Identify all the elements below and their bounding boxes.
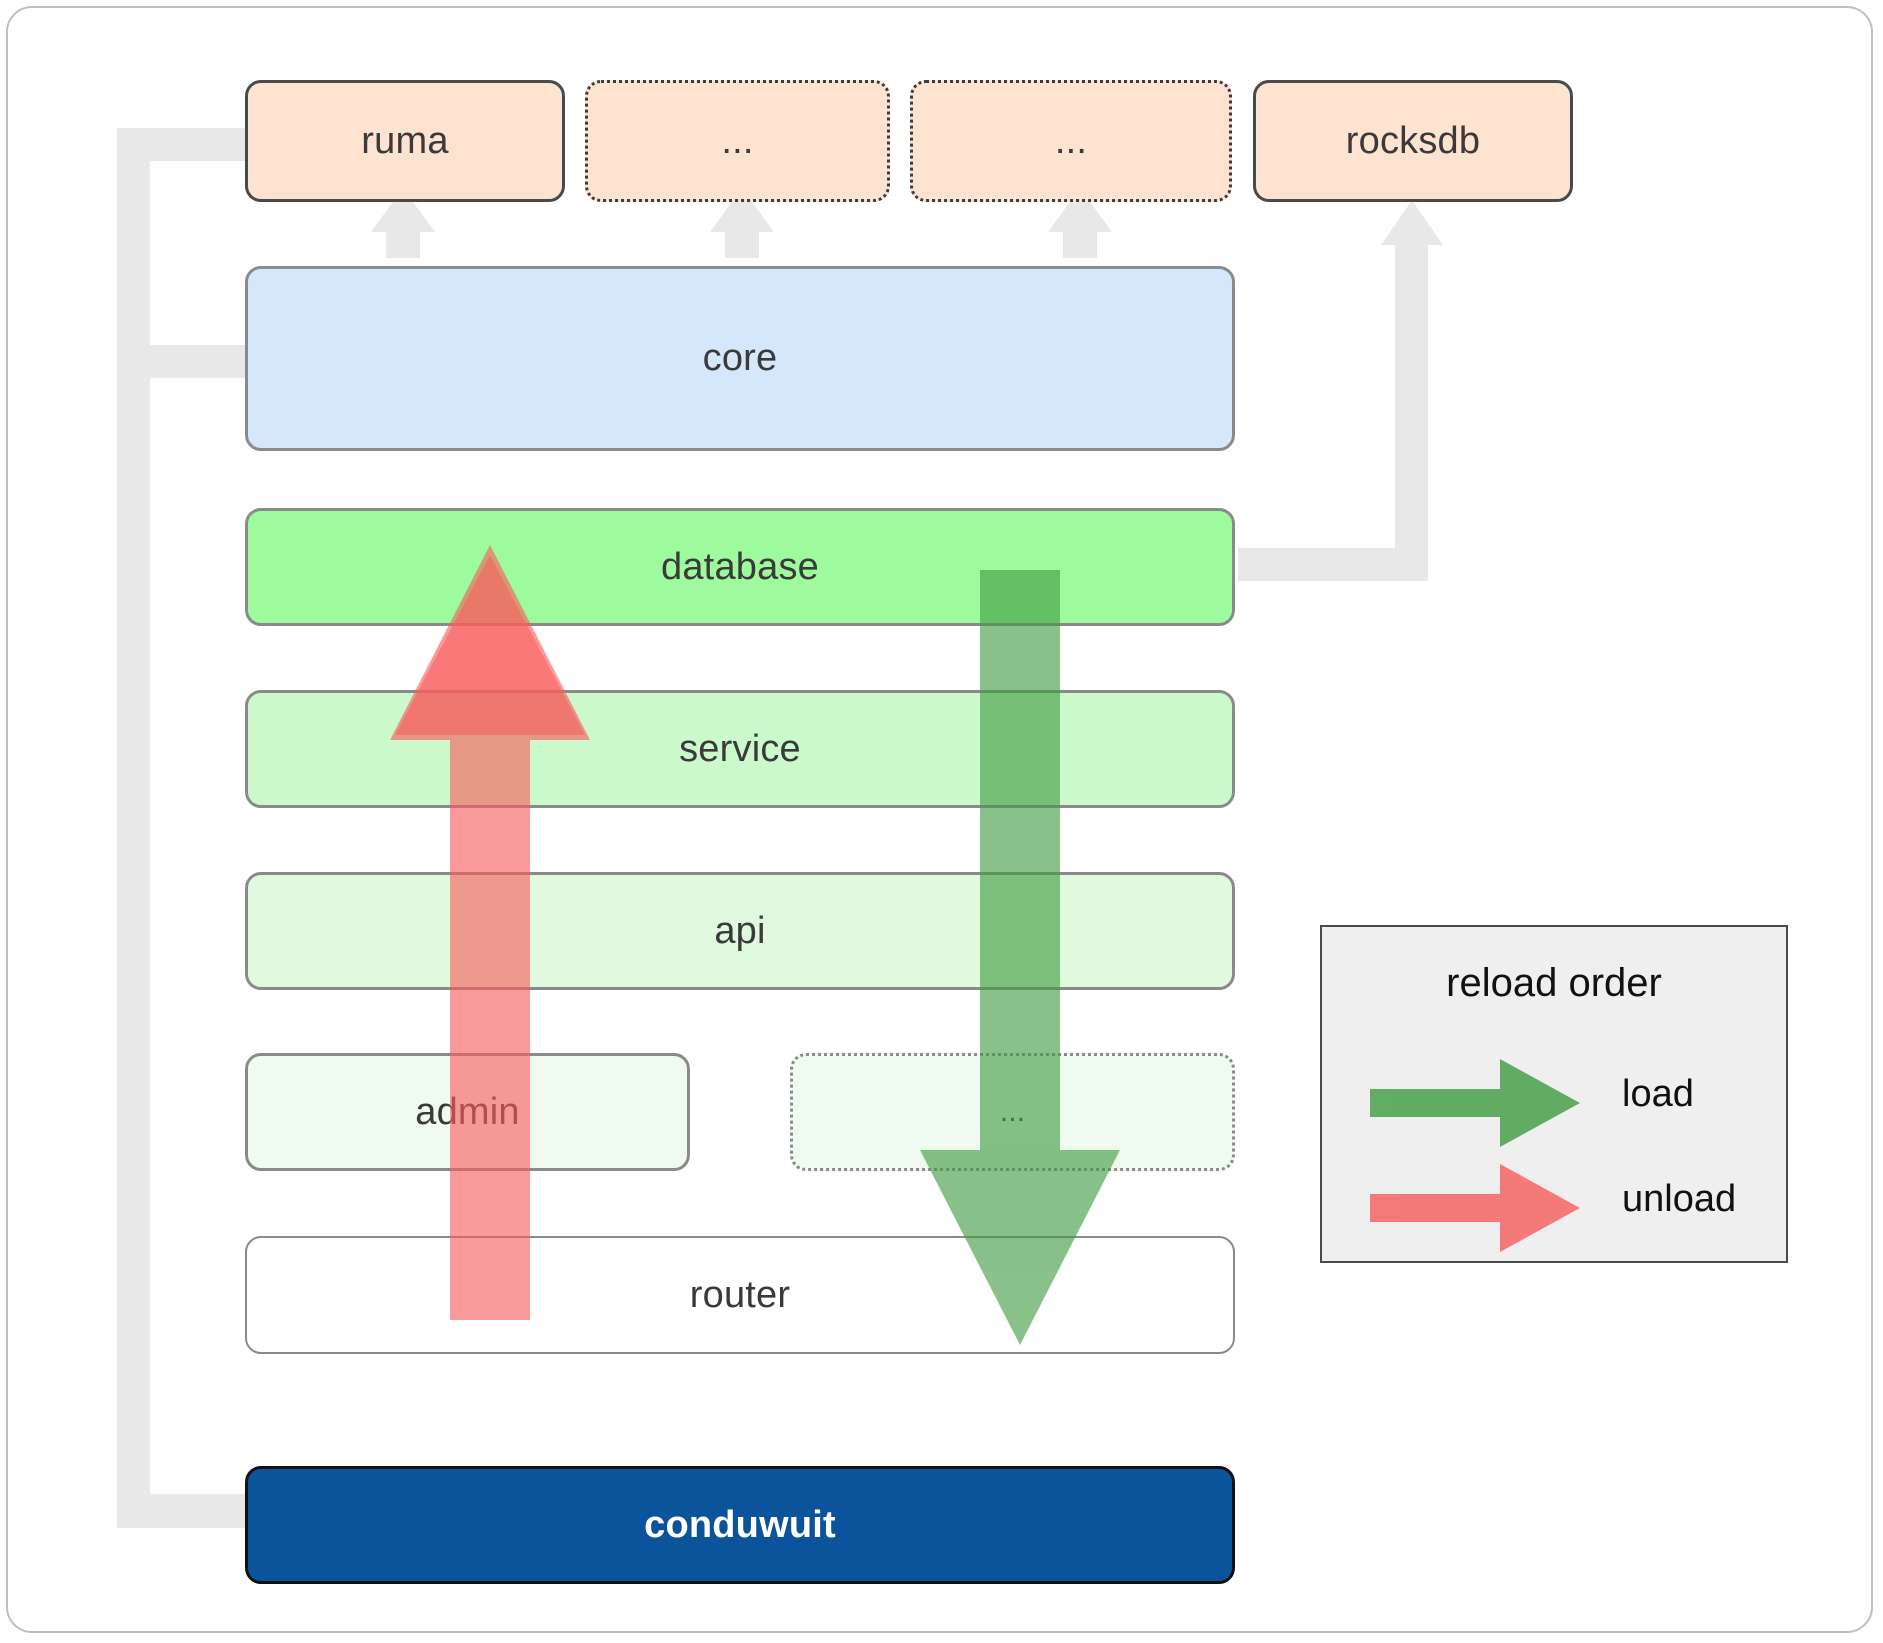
dependency-label: rocksdb (1345, 119, 1481, 162)
layer-box-api[interactable]: api (245, 872, 1235, 990)
layer-label: api (714, 909, 766, 952)
unload-arrow-icon (1370, 1164, 1580, 1252)
legend-panel: reload order load unload (1320, 925, 1788, 1263)
layer-box-admin[interactable]: admin (245, 1053, 690, 1171)
layer-label: service (679, 727, 801, 770)
layer-box-service[interactable]: service (245, 690, 1235, 808)
layer-label: router (689, 1273, 791, 1316)
layer-box-database[interactable]: database (245, 508, 1235, 626)
dependency-label: ... (721, 119, 754, 162)
dependency-box-ruma[interactable]: ruma (245, 80, 565, 202)
layer-label: database (661, 545, 819, 588)
layer-box-ellipsis[interactable]: ... (790, 1053, 1235, 1171)
layer-box-core[interactable]: core (245, 266, 1235, 451)
legend-title: reload order (1446, 961, 1662, 1005)
legend-row-unload: unload (1322, 1162, 1786, 1252)
dependency-box-ellipsis-2[interactable]: ... (910, 80, 1232, 202)
layer-label: admin (415, 1090, 520, 1133)
layer-label: ... (999, 1095, 1026, 1128)
dependency-box-rocksdb[interactable]: rocksdb (1253, 80, 1573, 202)
application-label: conduwuit (644, 1503, 836, 1546)
dependency-label: ... (1054, 119, 1088, 162)
layer-box-router[interactable]: router (245, 1236, 1235, 1354)
application-box-conduwuit[interactable]: conduwuit (245, 1466, 1235, 1584)
layer-label: core (702, 337, 778, 379)
legend-label-load: load (1622, 1073, 1694, 1115)
load-arrow-icon (1370, 1059, 1580, 1147)
legend-label-unload: unload (1622, 1178, 1737, 1220)
dependency-box-ellipsis-1[interactable]: ... (585, 80, 890, 202)
dependency-label: ruma (361, 119, 449, 162)
legend-row-load: load (1322, 1057, 1786, 1147)
